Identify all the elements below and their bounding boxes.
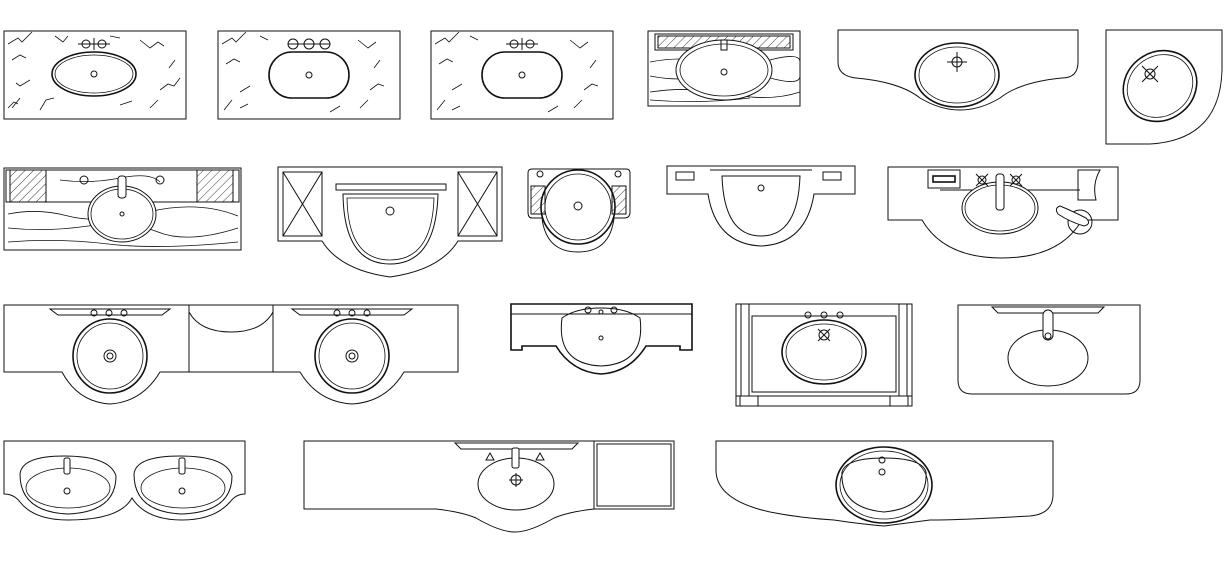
marble-vanity-three-tap [217, 30, 401, 120]
bow-front-vanity-cabinets [277, 166, 503, 278]
vanity-with-accessories [887, 166, 1119, 259]
marble-vanity-two-tap [430, 30, 614, 120]
large-curved-vanity [715, 440, 1054, 527]
double-bow-vanity [3, 304, 459, 405]
hatched-backsplash-vanity [647, 30, 801, 107]
long-bow-vanity [303, 440, 675, 533]
curved-vanity-oval-sink [837, 29, 1079, 111]
rounded-vanity-single-tap [957, 304, 1141, 395]
round-wall-sink [527, 168, 631, 253]
cabinet-vanity-marble [3, 167, 242, 251]
console-basin-sink [510, 303, 693, 375]
corner-vanity-sink [1105, 29, 1223, 145]
framed-cabinet-vanity [735, 303, 913, 407]
double-oval-vanity [3, 440, 246, 521]
marble-vanity-oval-sink [3, 30, 187, 120]
half-round-console-sink [666, 165, 856, 247]
